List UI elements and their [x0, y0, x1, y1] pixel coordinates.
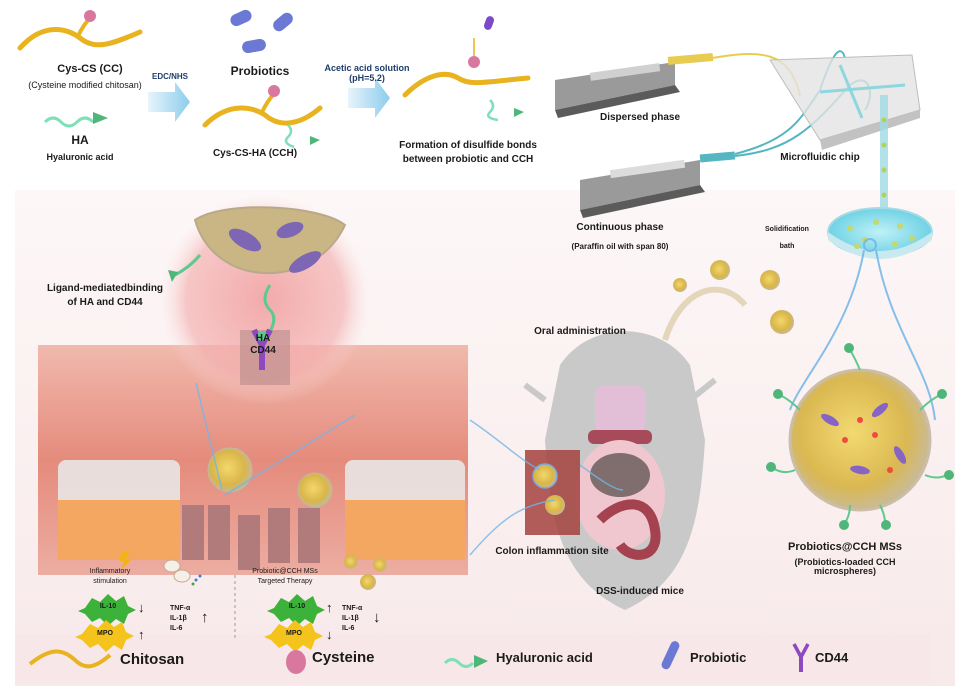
il10-right: IL-10 — [288, 603, 306, 610]
cd44-icon — [792, 643, 810, 672]
il10-left: IL-10 — [99, 603, 117, 610]
ha-tag: HA — [255, 333, 271, 344]
lightning-icon — [119, 552, 132, 570]
mpo-left: MPO — [97, 630, 113, 637]
solidification-label: Solidification — [765, 226, 809, 233]
mpo-right-arrow: ↓ — [326, 627, 333, 642]
cytokine-left-arrow: ↑ — [201, 609, 209, 626]
disulfide-label-line2: between probiotic and CCH — [402, 154, 534, 165]
cytokine-right-il1b: IL-1β — [342, 615, 359, 622]
zoom-lines-mechanism — [195, 382, 356, 496]
cytokine-right-arrow: ↓ — [373, 609, 381, 626]
probiotics-cluster — [230, 9, 293, 54]
probiotic-icon — [661, 641, 680, 670]
dispersed-phase-label: Dispersed phase — [599, 112, 681, 123]
dss-mice-label: DSS-induced mice — [596, 586, 684, 597]
legend-probiotic-label: Probiotic — [690, 650, 747, 665]
mpo-burst-left — [75, 620, 134, 652]
cd44-tag: CD44 — [250, 345, 276, 356]
oral-administration-label: Oral administration — [534, 326, 626, 337]
binding-label-line2: of HA and CD44 — [67, 297, 143, 308]
binding-label-line1: Ligand-mediatedbinding — [46, 283, 164, 294]
ha-label: HA — [71, 133, 89, 147]
continuous-phase-syringe-pump — [580, 151, 736, 218]
ph-label: (pH=5.2) — [349, 73, 385, 83]
therapy-label-line1: Probiotic@CCH MSs — [252, 568, 318, 575]
ha-molecule — [43, 112, 108, 128]
therapy-label-line2: Targeted Therapy — [257, 578, 313, 585]
cytokine-left-il6: IL-6 — [170, 625, 183, 632]
microfluidic-chip-label: Microfluidic chip — [780, 152, 860, 163]
cysteine-icon — [84, 10, 96, 22]
hyaluronic-acid-icon — [443, 655, 488, 668]
continuous-phase-description: (Paraffin oil with span 80) — [571, 242, 669, 251]
il10-burst-left — [78, 594, 136, 626]
cytokine-right-tnf: TNF-α — [342, 605, 363, 612]
cytokine-right-il6: IL-6 — [342, 625, 355, 632]
edc-nhs-label: EDC/NHS — [151, 72, 188, 81]
legend-bar — [15, 635, 930, 683]
microsphere-surface-zoom — [168, 206, 347, 341]
mpo-left-arrow: ↑ — [138, 627, 145, 642]
microsphere-therapy-icon — [344, 555, 387, 590]
zoom-lines-colon — [469, 419, 624, 556]
microfluidic-chip — [769, 54, 921, 150]
acetic-acid-label: Acetic acid solution — [324, 63, 410, 73]
epithelial-cells — [58, 460, 465, 570]
il10-left-arrow: ↓ — [138, 600, 145, 615]
mouse-organs — [575, 385, 665, 560]
probiotics-label: Probiotics — [230, 64, 290, 78]
microsphere-name-label: Probiotics@CCH MSs — [787, 541, 903, 553]
cysteine-icon — [286, 650, 306, 674]
colon-inflammation-inset — [525, 450, 580, 535]
chitosan-icon — [28, 649, 112, 669]
microsphere-description-line1: (Probiotics-loaded CCH — [794, 557, 896, 567]
acetic-acid-arrow — [348, 78, 390, 118]
mpo-right: MPO — [286, 630, 302, 637]
cys-cs-description: (Cysteine modified chitosan) — [28, 80, 142, 90]
inflamed-cells-icon — [163, 559, 202, 586]
cys-cs-molecule — [17, 10, 143, 51]
probiotics-cch-microsphere — [766, 343, 954, 530]
edc-nhs-arrow — [148, 82, 190, 122]
microsphere-description-line2: microspheres) — [813, 566, 877, 576]
legend-cysteine-label: Cysteine — [312, 649, 375, 666]
legend-chitosan-label: Chitosan — [120, 651, 185, 668]
mpo-burst-right — [264, 620, 323, 652]
inflammatory-label-line1: Inflammatory — [89, 568, 131, 575]
cd44-receptor — [240, 328, 290, 385]
cytokine-left-tnf: TNF-α — [170, 605, 191, 612]
il10-right-arrow: ↑ — [326, 600, 333, 615]
inflammatory-label-line2: stimulation — [93, 578, 127, 585]
dispersed-phase-syringe-pump — [555, 53, 714, 118]
il10-burst-right — [267, 594, 325, 626]
legend-cd44-label: CD44 — [815, 650, 849, 665]
cytokine-left-il1b: IL-1β — [170, 615, 187, 622]
continuous-phase-label: Continuous phase — [576, 222, 664, 233]
solidification-bath — [827, 207, 933, 259]
cch-molecule — [202, 85, 323, 149]
oral-route-microspheres — [662, 260, 794, 341]
legend-hyaluronic-acid-label: Hyaluronic acid — [496, 650, 593, 665]
cch-label: Cys-CS-HA (CCH) — [212, 148, 298, 159]
colon-inflammation-label: Colon inflammation site — [495, 546, 609, 557]
cys-cs-label: Cys-CS (CC) — [57, 63, 123, 75]
zoom-lines-bath — [789, 238, 936, 421]
disulfide-crosslinked-molecule — [402, 16, 531, 122]
disulfide-label-line1: Formation of disulfide bonds — [399, 140, 537, 151]
bath-label: bath — [779, 243, 795, 250]
ha-description: Hyaluronic acid — [46, 152, 114, 162]
